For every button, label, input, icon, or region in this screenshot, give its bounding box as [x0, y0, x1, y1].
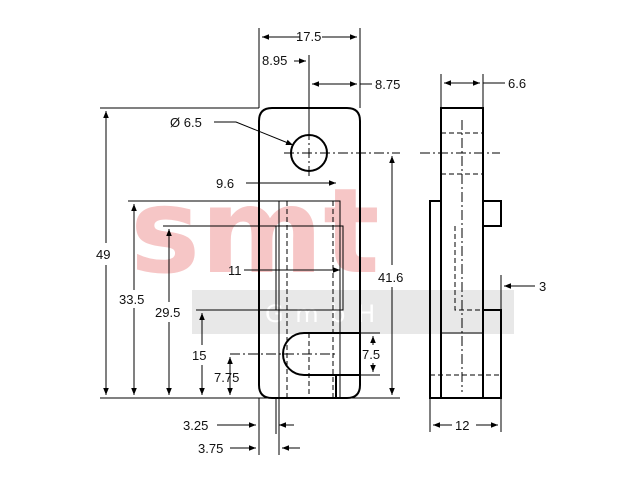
side-body — [440, 107, 484, 399]
dim-3: 3 — [539, 279, 546, 294]
dim-41-6: 41.6 — [378, 270, 403, 285]
dim-29-5: 29.5 — [155, 305, 180, 320]
front-view — [230, 107, 400, 399]
side-dimensions: 6.6 3 12 — [429, 74, 546, 433]
dim-7-5: 7.5 — [362, 347, 380, 362]
dim-8-95: 8.95 — [262, 53, 287, 68]
dim-8-75: 8.75 — [375, 77, 400, 92]
dim-12: 12 — [455, 418, 469, 433]
dim-3-75: 3.75 — [198, 441, 223, 456]
dim-6-6: 6.6 — [508, 76, 526, 91]
watermark-sub: G m b H — [265, 300, 377, 328]
u-slot — [282, 332, 360, 398]
dim-49: 49 — [96, 247, 110, 262]
slot-block-inner — [275, 225, 344, 311]
dim-hole-leader — [214, 121, 294, 146]
side-lower-flange — [429, 200, 441, 399]
dim-9-6: 9.6 — [216, 176, 234, 191]
dim-33-5: 33.5 — [119, 292, 144, 307]
dim-11: 11 — [228, 263, 242, 278]
dim-hole-diameter: Ø 6.5 — [170, 115, 202, 130]
dim-7-75: 7.75 — [214, 370, 239, 385]
front-dimensions: 17.5 8.95 8.75 Ø 6.5 9.6 11 49 33.5 — [96, 28, 403, 456]
dim-3-25: 3.25 — [183, 418, 208, 433]
dim-17-5: 17.5 — [296, 29, 321, 44]
dim-15: 15 — [192, 348, 206, 363]
watermark-band — [192, 290, 514, 334]
side-tab — [483, 200, 502, 227]
watermark: smt G m b H — [130, 162, 514, 334]
side-hidden-3 — [454, 226, 483, 311]
side-view — [420, 107, 502, 399]
side-lower-tab — [483, 309, 502, 399]
